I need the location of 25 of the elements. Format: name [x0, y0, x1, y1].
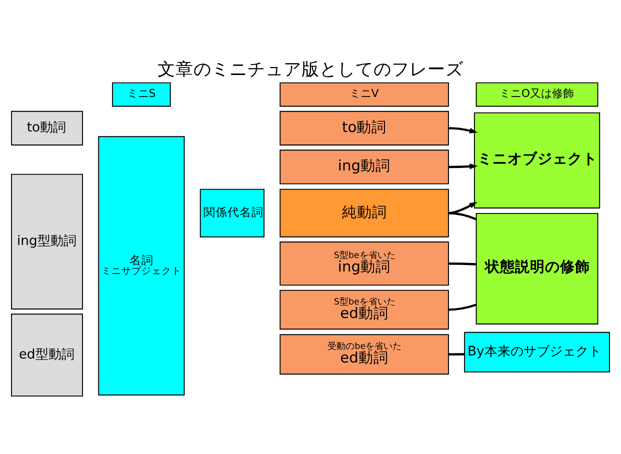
- connector: [448, 304, 477, 311]
- arrow: [448, 202, 478, 214]
- node-box: 受動のbeを省いた ed動詞: [280, 334, 449, 375]
- node-box: ing動詞: [280, 150, 449, 184]
- node-box: 関係代名詞: [200, 188, 264, 238]
- node-box: to動詞: [280, 110, 449, 146]
- node-box: ミニS: [112, 82, 171, 107]
- node-box: S型beを省いた ing動詞: [280, 242, 449, 286]
- node-box: 状態説明の修飾: [476, 212, 598, 324]
- arrow: [448, 164, 478, 170]
- node-box: ミニV: [280, 82, 449, 107]
- arrow: [448, 127, 478, 134]
- connector: [448, 212, 477, 220]
- node-box: ミニO又は修飾: [476, 82, 598, 107]
- node-box: to動詞: [11, 110, 83, 146]
- node-box: ing型動詞: [11, 174, 83, 310]
- node-box: ed型動詞: [11, 314, 83, 397]
- connector: [448, 353, 464, 356]
- connector: [448, 262, 476, 266]
- node-box: 名詞 ミニサブジェクト: [98, 136, 185, 396]
- node-box: ミニオブジェクト: [474, 112, 600, 208]
- node-box: S型beを省いた ed動詞: [280, 290, 449, 330]
- node-box: 純動詞: [280, 188, 449, 238]
- diagram-title: 文章のミニチュア版としてのフレーズ: [158, 60, 464, 80]
- node-box: By本来のサブジェクト: [464, 332, 610, 372]
